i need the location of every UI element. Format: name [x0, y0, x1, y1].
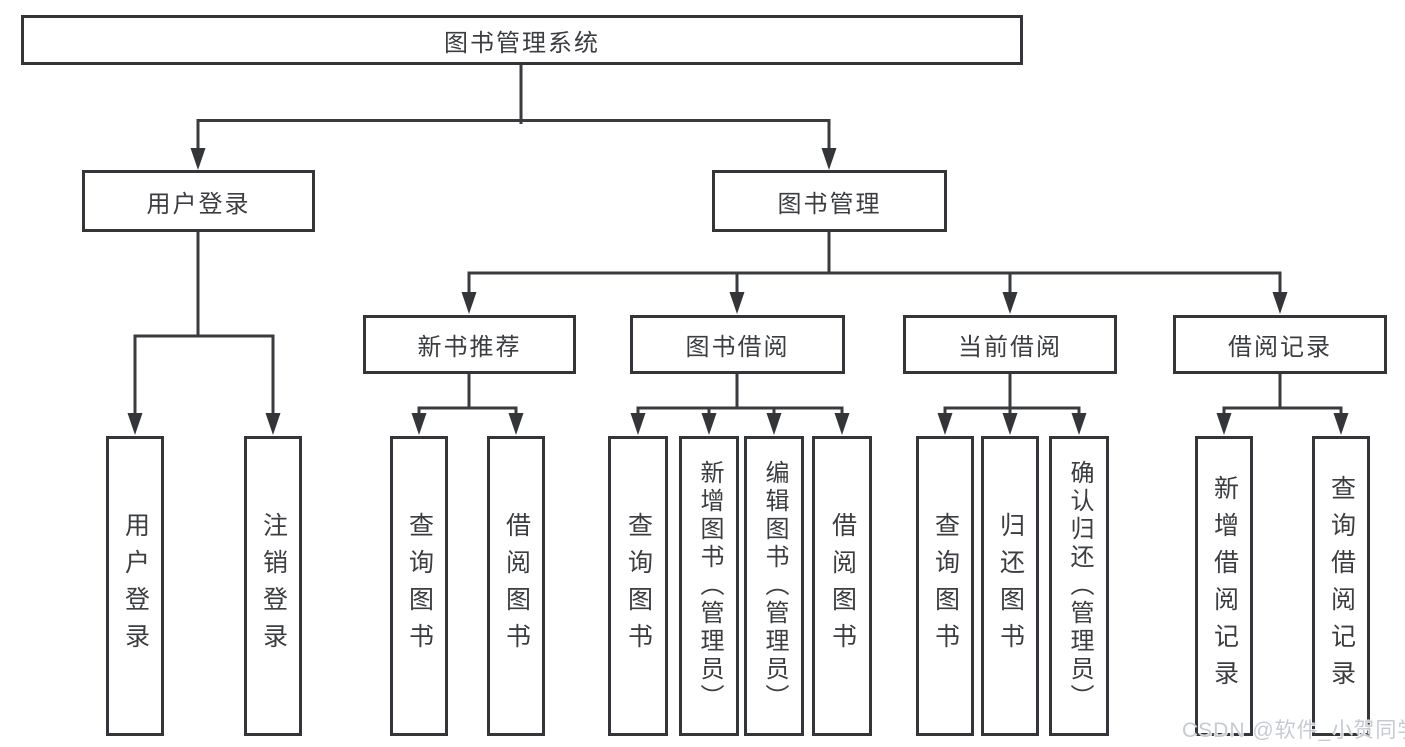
leaf-return-books: 归还图书: [981, 436, 1039, 736]
connector-current-split: [943, 373, 1081, 417]
connector-recommend-split: [417, 373, 518, 417]
leaf-user-login-label: 用户登录: [121, 512, 150, 660]
arrowheads: [127, 148, 1349, 435]
leaf-current-query-books-label: 查询图书: [931, 512, 960, 660]
node-book-borrow-label: 图书借阅: [685, 334, 790, 361]
node-book-borrow: 图书借阅: [630, 315, 845, 374]
connector-records-split: [1222, 373, 1343, 417]
leaf-edit-book-admin-label: 编辑图书（管理员）: [761, 460, 788, 712]
leaf-borrow-query-books-label: 查询图书: [624, 512, 653, 660]
leaf-recommend-query-books-label: 查询图书: [405, 512, 434, 660]
node-current-borrow-label: 当前借阅: [958, 334, 1062, 361]
leaf-recommend-borrow-books-label: 借阅图书: [502, 512, 531, 660]
node-user-login: 用户登录: [82, 170, 315, 232]
leaf-logout-label: 注销登录: [259, 512, 288, 660]
leaf-return-books-label: 归还图书: [996, 512, 1025, 660]
node-current-borrow: 当前借阅: [903, 315, 1117, 374]
csdn-watermark: CSDN @软件_小贺同学: [1182, 719, 1405, 742]
leaf-borrow-borrow-books: 借阅图书: [812, 436, 872, 736]
connector-root-split: [196, 64, 831, 152]
leaf-borrow-borrow-books-label: 借阅图书: [828, 512, 857, 660]
leaf-add-borrow-record: 新增借阅记录: [1195, 436, 1253, 736]
leaf-query-borrow-record: 查询借阅记录: [1312, 436, 1370, 736]
leaf-logout: 注销登录: [244, 436, 302, 736]
leaf-user-login: 用户登录: [106, 436, 164, 736]
leaf-confirm-return-admin: 确认归还（管理员）: [1049, 436, 1109, 736]
leaf-add-book-admin: 新增图书（管理员）: [679, 436, 739, 736]
leaf-current-query-books: 查询图书: [916, 436, 974, 736]
leaf-confirm-return-admin-label: 确认归还（管理员）: [1066, 460, 1093, 712]
node-root: 图书管理系统: [21, 15, 1023, 65]
leaf-recommend-borrow-books: 借阅图书: [487, 436, 545, 736]
node-root-label: 图书管理系统: [444, 29, 600, 57]
connector-user-login-split: [133, 231, 275, 416]
node-borrow-records-label: 借阅记录: [1228, 334, 1332, 361]
leaf-query-borrow-record-label: 查询借阅记录: [1327, 475, 1356, 697]
leaf-recommend-query-books: 查询图书: [390, 436, 448, 736]
leaf-edit-book-admin: 编辑图书（管理员）: [744, 436, 804, 736]
node-user-login-label: 用户登录: [146, 190, 251, 218]
node-book-management: 图书管理: [712, 170, 947, 232]
node-new-book-recommend: 新书推荐: [363, 315, 576, 374]
node-borrow-records: 借阅记录: [1173, 315, 1387, 374]
node-new-book-recommend-label: 新书推荐: [417, 334, 522, 361]
leaf-add-book-admin-label: 新增图书（管理员）: [696, 460, 723, 712]
connector-borrow-split: [636, 373, 844, 417]
connector-book-management-split: [467, 231, 1282, 296]
leaf-borrow-query-books: 查询图书: [608, 436, 668, 736]
leaf-add-borrow-record-label: 新增借阅记录: [1210, 475, 1239, 697]
node-book-management-label: 图书管理: [777, 190, 882, 218]
